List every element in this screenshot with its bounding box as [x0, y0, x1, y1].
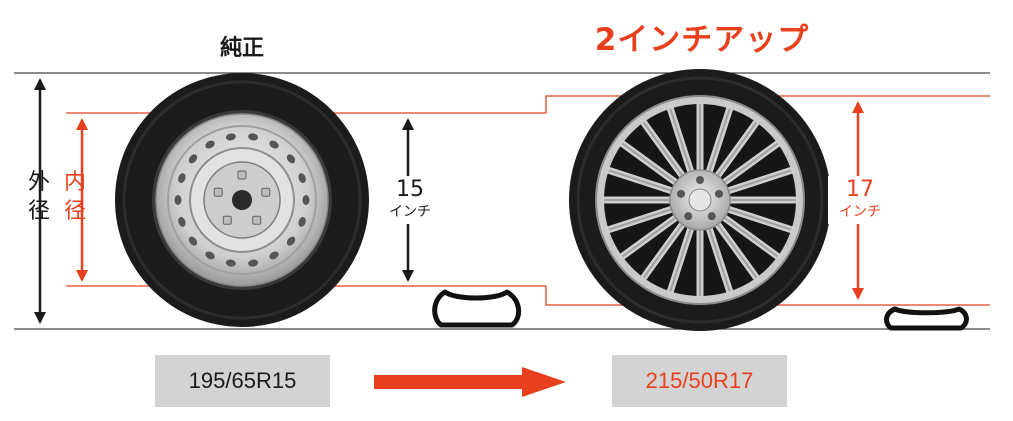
lug-nut [696, 176, 704, 184]
wheel-spoke-edge [669, 108, 693, 174]
wheel-vent-hole [188, 154, 198, 164]
wheel-spoke-edge [707, 226, 731, 292]
upgrade-tire [569, 69, 831, 331]
wheel-spoke-edge [715, 121, 758, 178]
wheel-vent-hole [178, 217, 186, 227]
standard-tire [115, 73, 369, 327]
wheel-vent-hole [302, 195, 310, 205]
upgrade-wheel-size-unit: インチ [839, 204, 881, 220]
upgrade-tire-size-box: 215/50R17 [612, 355, 787, 407]
wheel-spoke-edge [621, 142, 678, 185]
standard-wheel-size-label: 15 インチ [378, 176, 442, 224]
alloy-wheel [595, 95, 805, 305]
lug-nut [707, 212, 716, 221]
inner-diameter-char-2: 径 [63, 199, 86, 224]
upgrade-wheel-size-value: 17 [846, 177, 874, 202]
wheel-vent-hole [174, 195, 182, 205]
lug-nut [213, 187, 223, 197]
wheel-vent-hole [269, 251, 279, 260]
standard-tire-profile-icon [432, 289, 522, 328]
wheel-vent-hole [225, 259, 236, 267]
wheel-spoke-edge [669, 226, 693, 292]
outer-diameter-char-1: 外 [27, 170, 50, 195]
standard-wheel-size-value: 15 [396, 177, 424, 202]
wheel-vent-hole [248, 259, 259, 267]
lug-nut [222, 215, 232, 225]
wheel-vent-hole [178, 173, 186, 183]
wheel-spoke-edge [707, 108, 731, 174]
wheel-spoke-edge [642, 222, 685, 279]
upgrade-arrow [374, 367, 566, 397]
wheel-vent-hole [205, 251, 215, 260]
lug-nut [684, 212, 693, 221]
lug-nut [261, 187, 271, 197]
wheel-vent-hole [225, 133, 236, 141]
wheel-spoke-edge [642, 121, 685, 178]
wheel-vent-hole [298, 217, 306, 227]
lug-nut [676, 189, 685, 198]
inner-diameter-char-1: 内 [63, 170, 86, 195]
wheel-vent-hole [248, 133, 259, 141]
steel-wheel [155, 113, 329, 287]
wheel-spoke-edge [722, 142, 779, 185]
standard-label: 純正 [219, 36, 264, 61]
lug-nut [237, 170, 247, 180]
lug-nut [715, 189, 724, 198]
wheel-vent-hole [205, 140, 215, 149]
outer-diameter-label: 外 径 [24, 168, 54, 226]
wheel-spoke-edge [715, 222, 758, 279]
lug-nut [252, 215, 262, 225]
wheel-spoke-edge [608, 169, 674, 193]
upgrade-title: 2インチアップ [594, 22, 810, 58]
wheel-spoke-edge [621, 215, 678, 258]
upgrade-tire-profile-icon [884, 306, 969, 331]
wheel-vent-hole [286, 236, 296, 246]
upgrade-wheel-size-label: 17 インチ [828, 176, 892, 224]
wheel-vent-hole [286, 154, 296, 164]
wheel-spoke-edge [726, 207, 792, 231]
wheel-spoke-edge [726, 169, 792, 193]
inner-diameter-label: 内 径 [60, 168, 90, 226]
wheel-spoke-edge [722, 215, 779, 258]
standard-tire-size-box: 195/65R15 [155, 355, 330, 407]
wheel-vent-hole [188, 236, 198, 246]
wheel-vent-hole [269, 140, 279, 149]
outer-diameter-char-2: 径 [27, 199, 50, 224]
wheel-vent-hole [298, 173, 306, 183]
wheel-spoke-edge [608, 207, 674, 231]
standard-wheel-size-unit: インチ [389, 204, 431, 220]
